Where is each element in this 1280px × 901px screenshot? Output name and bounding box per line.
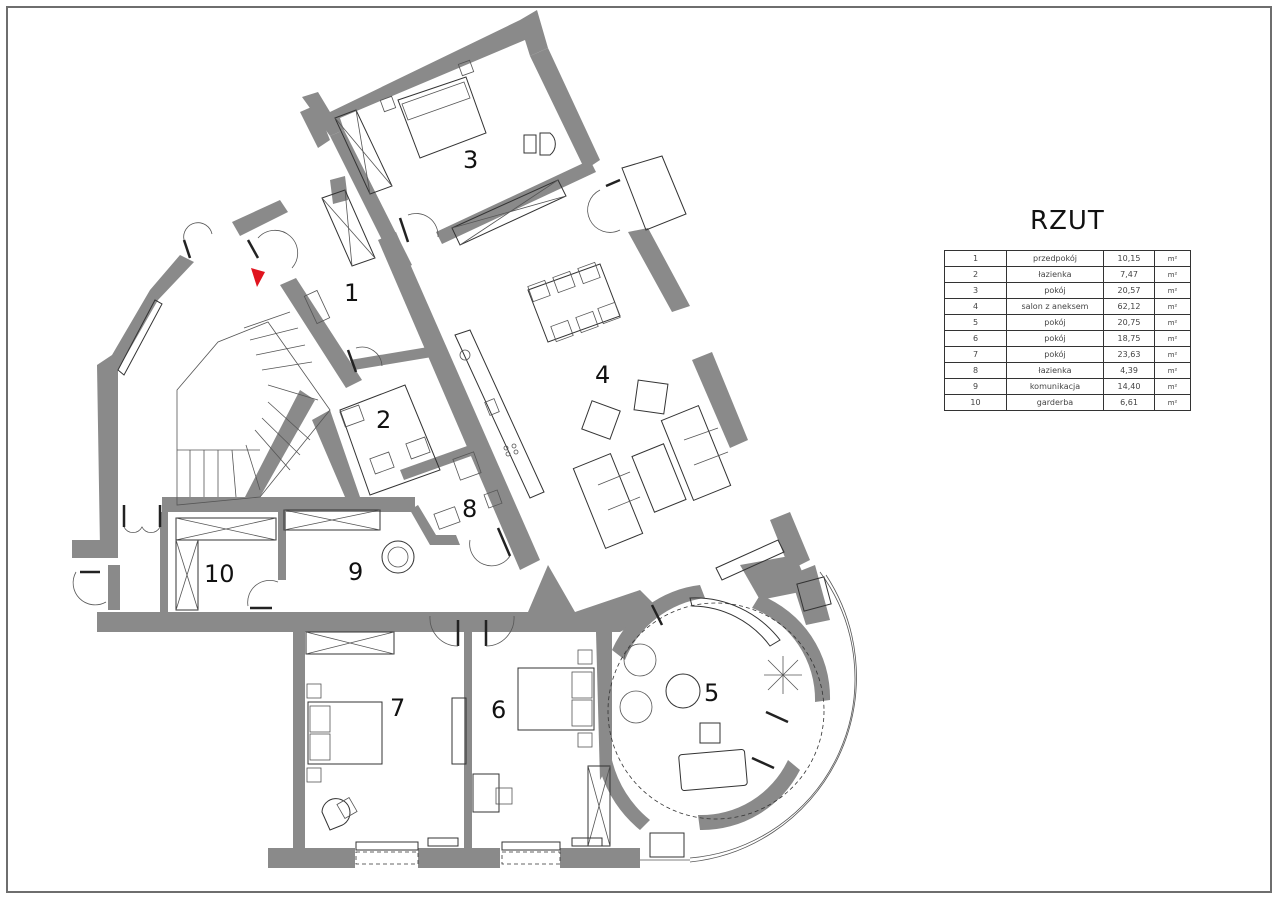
room-name-cell: garderba	[1006, 394, 1104, 411]
room-area-cell: 6,61	[1103, 394, 1155, 411]
area-unit-cell: m²	[1154, 298, 1191, 315]
room-number-cell: 1	[944, 250, 1007, 267]
area-unit-cell: m²	[1154, 282, 1191, 299]
room-number-cell: 7	[944, 346, 1007, 363]
room-label-7: 7	[390, 694, 405, 722]
area-unit-cell: m²	[1154, 266, 1191, 283]
room-name-cell: pokój	[1006, 346, 1104, 363]
room-label-9: 9	[348, 558, 363, 586]
room-number-cell: 8	[944, 362, 1007, 379]
doors	[72, 178, 789, 770]
walls	[72, 10, 831, 868]
room-label-5: 5	[704, 679, 719, 707]
room-label-3: 3	[463, 146, 478, 174]
room-area-cell: 20,75	[1103, 314, 1155, 331]
room-name-cell: pokój	[1006, 314, 1104, 331]
area-unit-cell: m²	[1154, 362, 1191, 379]
room-name-cell: pokój	[1006, 330, 1104, 347]
room-name-cell: salon z aneksem	[1006, 298, 1104, 315]
room-label-4: 4	[595, 361, 610, 389]
room-area-cell: 4,39	[1103, 362, 1155, 379]
room-label-6: 6	[491, 696, 506, 724]
room-name-cell: przedpokój	[1006, 250, 1104, 267]
room-area-cell: 18,75	[1103, 330, 1155, 347]
room-number-cell: 4	[944, 298, 1007, 315]
area-unit-cell: m²	[1154, 330, 1191, 347]
room-label-1: 1	[344, 279, 359, 307]
area-unit-cell: m²	[1154, 250, 1191, 267]
room-number-cell: 9	[944, 378, 1007, 395]
room-name-cell: pokój	[1006, 282, 1104, 299]
room-number-cell: 6	[944, 330, 1007, 347]
area-unit-cell: m²	[1154, 378, 1191, 395]
entrance-arrow-icon	[251, 268, 265, 287]
room-number-cell: 2	[944, 266, 1007, 283]
room-name-cell: komunikacja	[1006, 378, 1104, 395]
room-area-cell: 10,15	[1103, 250, 1155, 267]
room-labels: 1 2 3 4 5 6 7 8 9 10	[204, 146, 719, 724]
room-area-cell: 7,47	[1103, 266, 1155, 283]
room-area-cell: 62,12	[1103, 298, 1155, 315]
room-name-cell: łazienka	[1006, 266, 1104, 283]
drawing-frame	[6, 6, 1272, 893]
room-area-cell: 20,57	[1103, 282, 1155, 299]
room-label-2: 2	[376, 406, 391, 434]
area-unit-cell: m²	[1154, 394, 1191, 411]
room-area-cell: 23,63	[1103, 346, 1155, 363]
room-label-10: 10	[204, 560, 235, 588]
furniture	[117, 59, 832, 865]
room-number-cell: 10	[944, 394, 1007, 411]
room-number-cell: 5	[944, 314, 1007, 331]
room-name-cell: łazienka	[1006, 362, 1104, 379]
area-unit-cell: m²	[1154, 314, 1191, 331]
plan-title: RZUT	[1030, 206, 1105, 236]
room-number-cell: 3	[944, 282, 1007, 299]
room-area-cell: 14,40	[1103, 378, 1155, 395]
area-unit-cell: m²	[1154, 346, 1191, 363]
room-label-8: 8	[462, 495, 477, 523]
